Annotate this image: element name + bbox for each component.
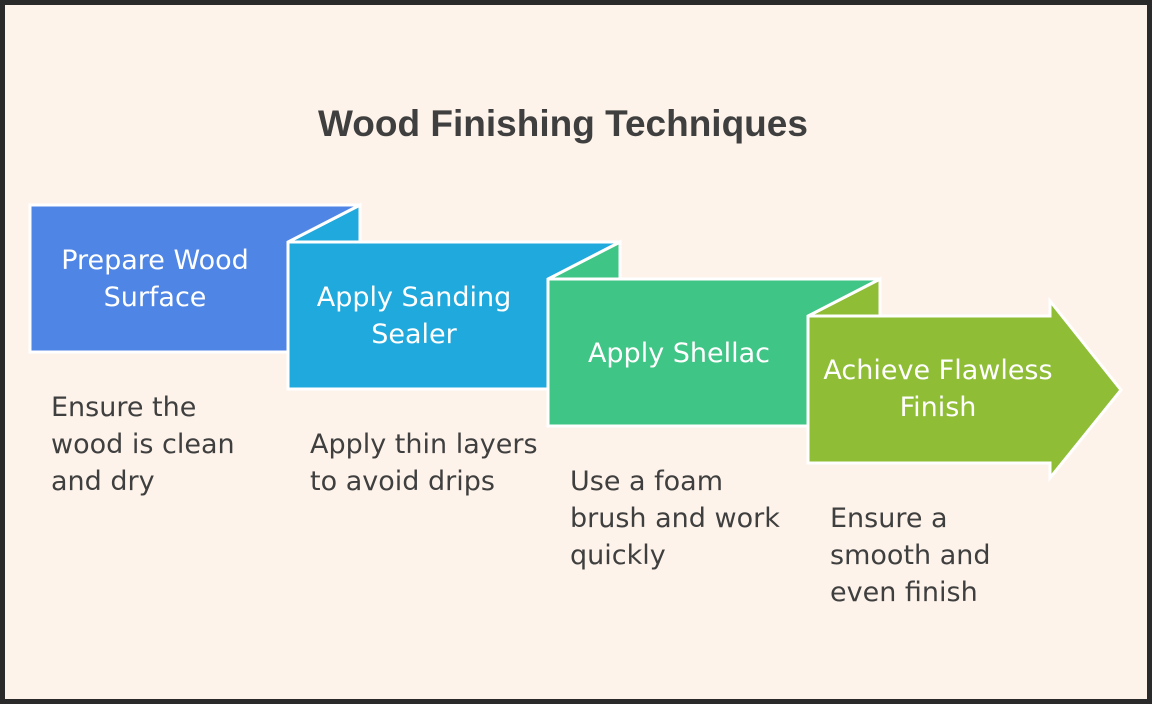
process-steps: [28, 202, 1123, 483]
step-4-arrow-shape: [806, 296, 1123, 483]
step-4-description: Ensure a smooth and even finish: [830, 503, 991, 608]
diagram-canvas: Wood Finishing Techniques Prepare Wood S…: [5, 5, 1147, 699]
step-2-shape: [286, 240, 621, 391]
step-2-description: Apply thin layers to avoid drips: [310, 429, 538, 497]
step-3-label: Apply Shellac: [587, 338, 771, 369]
diagram-title: Wood Finishing Techniques: [318, 103, 808, 144]
step-1-label: Prepare Wood Surface: [61, 245, 249, 313]
step-3-description: Use a foam brush and work quickly: [570, 466, 780, 571]
step-1-shape: [28, 203, 361, 354]
step-4-label: Achieve Flawless Finish: [823, 355, 1053, 423]
step-1-description: Ensure the wood is clean and dry: [51, 392, 235, 497]
step-3-shape: [546, 277, 881, 428]
step-2-label: Apply Sanding Sealer: [316, 282, 512, 350]
